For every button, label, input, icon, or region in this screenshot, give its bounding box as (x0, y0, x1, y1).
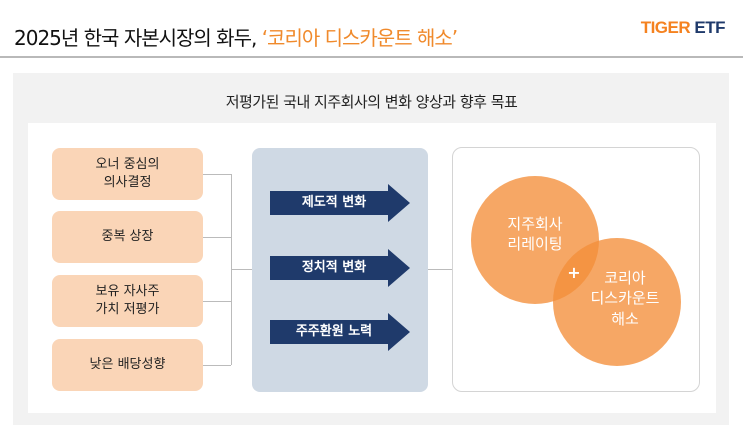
connector-line (203, 301, 231, 302)
cause-box-duplicate-listing: 중복 상장 (52, 211, 203, 263)
tiger-etf-logo: TIGER ETF (640, 18, 726, 38)
change-label: 제도적 변화 (301, 195, 367, 210)
circle1-label: 지주회사 리레이팅 (507, 215, 563, 254)
connector-line (231, 269, 252, 270)
arrow-icon (388, 313, 410, 351)
diagram-subtitle: 저평가된 국내 지주회사의 변화 양상과 향후 목표 (225, 93, 518, 111)
change-label: 주주환원 노력 (295, 324, 373, 339)
plus-icon: + (567, 263, 581, 282)
title-highlight: ‘코리아 디스카운트 해소’ (261, 26, 458, 50)
connector-line (203, 237, 231, 238)
page-title: 2025년 한국 자본시장의 화두, ‘코리아 디스카운트 해소’ (14, 22, 458, 51)
connector-line (203, 174, 231, 175)
title-prefix: 2025년 한국 자본시장의 화두, (14, 26, 262, 50)
cause-box-owner-decision: 오너 중심의 의사결정 (52, 148, 203, 200)
cause-box-treasury-stock: 보유 자사주 가치 저평가 (52, 275, 203, 327)
arrow-icon (388, 249, 410, 287)
logo-etf: ETF (694, 18, 725, 37)
change-arrow-institutional: 제도적 변화 (270, 184, 410, 222)
header-divider (0, 56, 743, 58)
connector-line (428, 269, 452, 270)
circle-korea-discount (553, 238, 681, 366)
change-label: 정치적 변화 (301, 260, 367, 275)
connector-line (203, 365, 231, 366)
change-arrow-shareholder-return: 주주환원 노력 (270, 313, 410, 351)
logo-tiger: TIGER (640, 18, 691, 37)
arrow-icon (388, 184, 410, 222)
change-arrow-political: 정치적 변화 (270, 249, 410, 287)
cause-box-low-dividend: 낮은 배당성향 (52, 339, 203, 391)
circle2-label: 코리아 디스카운트 해소 (590, 269, 660, 328)
